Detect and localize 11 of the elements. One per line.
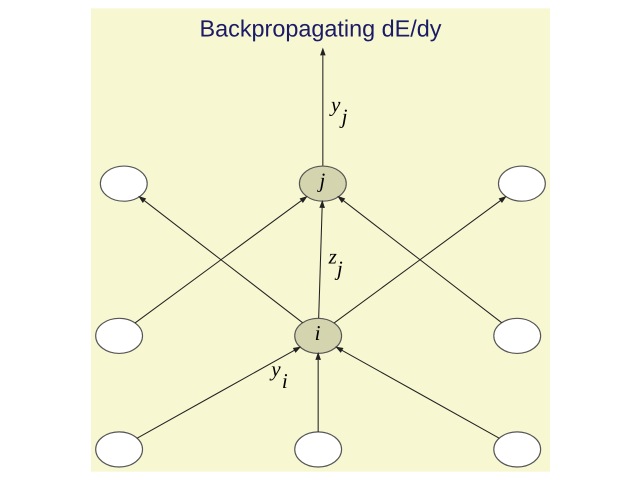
node-circle <box>492 431 541 468</box>
arrow <box>136 346 301 439</box>
node-circle <box>294 431 342 468</box>
arrow <box>320 47 326 166</box>
node-circle <box>94 431 143 468</box>
diagram-title: Backpropagating dE/dy <box>198 15 442 42</box>
arrow <box>318 200 324 318</box>
arrow <box>314 352 320 432</box>
node-circle <box>94 318 143 354</box>
node-circle <box>492 318 541 354</box>
arrow <box>334 346 499 439</box>
